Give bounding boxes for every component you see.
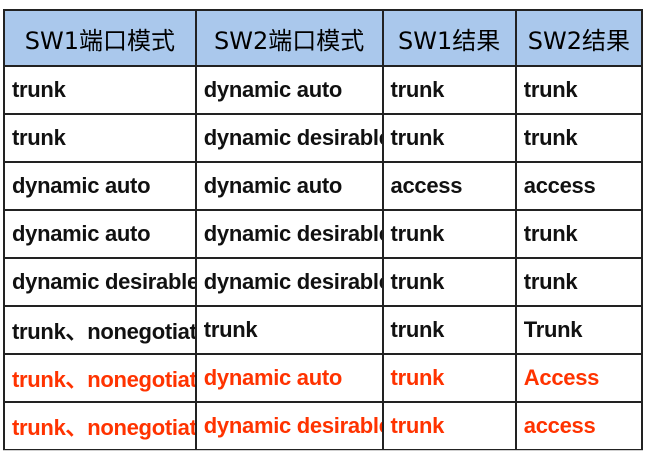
cell-sw1-result: trunk xyxy=(381,65,517,115)
table-row: trunk dynamic desirable trunk trunk xyxy=(3,113,644,163)
table-row: trunk、nonegotiate trunk trunk Trunk xyxy=(3,305,644,355)
cell-sw1-port-mode: trunk、nonegotiate xyxy=(3,305,197,355)
table-row: dynamic desirable dynamic desirable trun… xyxy=(3,257,644,307)
cell-sw1-result: trunk xyxy=(381,353,517,403)
cell-sw1-result: trunk xyxy=(381,209,517,259)
header-row: SW1端口模式 SW2端口模式 SW1结果 SW2结果 xyxy=(3,9,644,67)
trunk-negotiation-table: SW1端口模式 SW2端口模式 SW1结果 SW2结果 trunk dynami… xyxy=(3,9,644,451)
cell-sw2-port-mode: dynamic desirable xyxy=(194,401,384,451)
cell-sw1-result: trunk xyxy=(381,401,517,451)
cell-sw2-port-mode: trunk xyxy=(194,305,384,355)
cell-sw2-result: Access xyxy=(514,353,644,403)
table-row: trunk dynamic auto trunk trunk xyxy=(3,65,644,115)
cell-sw2-port-mode: dynamic auto xyxy=(194,353,384,403)
cell-sw2-result: access xyxy=(514,161,644,211)
cell-sw1-port-mode: trunk、nonegotiate xyxy=(3,353,197,403)
cell-sw2-result: trunk xyxy=(514,65,644,115)
cell-sw1-result: trunk xyxy=(381,257,517,307)
cell-sw1-port-mode: trunk xyxy=(3,65,197,115)
cell-sw1-port-mode: dynamic auto xyxy=(3,161,197,211)
trunk-negotiation-table-frame: SW1端口模式 SW2端口模式 SW1结果 SW2结果 trunk dynami… xyxy=(3,9,644,451)
cell-sw1-result: trunk xyxy=(381,305,517,355)
header-sw2-port-mode: SW2端口模式 xyxy=(194,9,384,67)
cell-sw1-result: trunk xyxy=(381,113,517,163)
cell-sw1-port-mode: dynamic auto xyxy=(3,209,197,259)
cell-sw2-port-mode: dynamic desirable xyxy=(194,113,384,163)
cell-sw2-port-mode: dynamic auto xyxy=(194,161,384,211)
table-row: dynamic auto dynamic auto access access xyxy=(3,161,644,211)
cell-sw2-result: access xyxy=(514,401,644,451)
cell-sw1-result: access xyxy=(381,161,517,211)
bottom-rule xyxy=(3,450,643,451)
table-row: trunk、nonegotiate dynamic desirable trun… xyxy=(3,401,644,451)
table-header: SW1端口模式 SW2端口模式 SW1结果 SW2结果 xyxy=(3,9,644,67)
table-row: trunk、nonegotiate dynamic auto trunk Acc… xyxy=(3,353,644,403)
cell-sw2-port-mode: dynamic desirable xyxy=(194,257,384,307)
header-sw2-result: SW2结果 xyxy=(514,9,644,67)
cell-sw2-result: trunk xyxy=(514,209,644,259)
table-row: dynamic auto dynamic desirable trunk tru… xyxy=(3,209,644,259)
table-body: trunk dynamic auto trunk trunk trunk dyn… xyxy=(3,65,644,451)
cell-sw1-port-mode: trunk、nonegotiate xyxy=(3,401,197,451)
cell-sw2-port-mode: dynamic desirable xyxy=(194,209,384,259)
header-sw1-result: SW1结果 xyxy=(381,9,517,67)
cell-sw2-result: trunk xyxy=(514,113,644,163)
cell-sw1-port-mode: dynamic desirable xyxy=(3,257,197,307)
header-sw1-port-mode: SW1端口模式 xyxy=(3,9,197,67)
cell-sw2-port-mode: dynamic auto xyxy=(194,65,384,115)
cell-sw2-result: Trunk xyxy=(514,305,644,355)
cell-sw1-port-mode: trunk xyxy=(3,113,197,163)
cell-sw2-result: trunk xyxy=(514,257,644,307)
